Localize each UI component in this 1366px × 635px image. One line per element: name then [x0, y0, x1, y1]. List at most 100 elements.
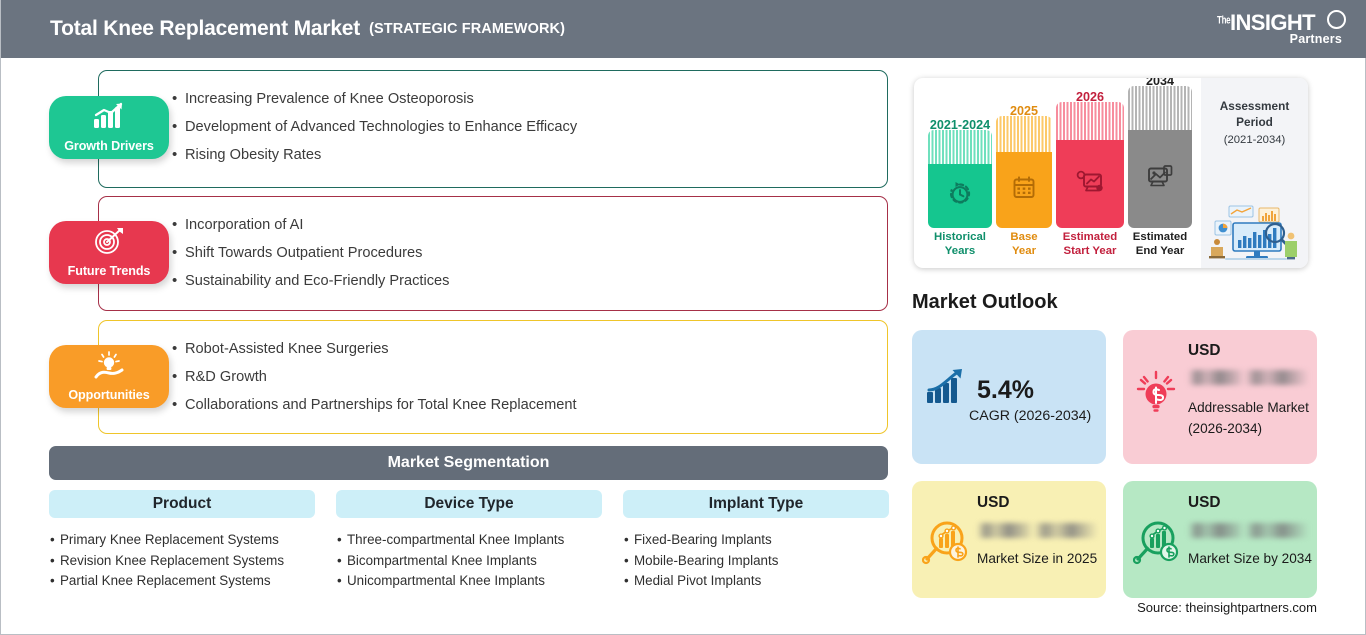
list-item: Three-compartmental Knee Implants	[337, 530, 602, 551]
bar-year-label: 2021-2024	[929, 118, 991, 132]
currency-label: USD	[1188, 342, 1221, 359]
list-item: Revision Knee Replacement Systems	[50, 551, 315, 572]
bar-caption-line2: Year	[1011, 244, 1037, 257]
bar-stripe-top	[1056, 102, 1124, 140]
segmentation-title: Implant Type	[623, 490, 889, 518]
target-dart-icon	[93, 227, 125, 260]
list-item: Development of Advanced Technologies to …	[172, 113, 887, 141]
badge-label: Growth Drivers	[64, 139, 154, 153]
page-title: Total Knee Replacement Market	[50, 17, 361, 40]
bar-stripe-top	[1128, 86, 1192, 130]
bar-stripe-top	[928, 130, 992, 164]
factor-list-future-trends: Incorporation of AI Shift Towards Outpat…	[99, 197, 887, 295]
list-item: Robot-Assisted Knee Surgeries	[172, 335, 887, 363]
redacted-value	[1188, 370, 1309, 385]
segmentation-title: Device Type	[336, 490, 602, 518]
cagr-row: 5.4%	[925, 368, 1034, 411]
card-caption: Market Size by 2034	[1188, 551, 1312, 566]
bar-caption-line1: Base	[1010, 231, 1038, 243]
assessment-bars: 2021-2024	[914, 78, 1201, 268]
lightbulb-dollar-icon	[1133, 370, 1179, 421]
logo-ring-icon	[1327, 10, 1346, 29]
card-caption: Addressable Market (2026-2034)	[1188, 400, 1309, 436]
bar-year-label: 2026	[1075, 90, 1105, 104]
analytics-gear-icon	[1076, 170, 1104, 199]
list-item: R&D Growth	[172, 363, 887, 391]
left-column: Increasing Prevalence of Knee Osteoporos…	[1, 58, 901, 635]
card-cagr[interactable]: 5.4% CAGR (2026-2034)	[912, 330, 1106, 464]
market-segmentation-heading: Market Segmentation	[49, 446, 888, 480]
badge-label: Opportunities	[68, 388, 150, 402]
card-market-size-2034[interactable]: USD Market Size by 2034	[1123, 481, 1317, 598]
cagr-value: 5.4%	[977, 375, 1034, 404]
page-subtitle: (STRATEGIC FRAMEWORK)	[369, 21, 566, 37]
factor-box-opportunities: Robot-Assisted Knee Surgeries R&D Growth…	[98, 320, 888, 434]
list-item: Shift Towards Outpatient Procedures	[172, 239, 887, 267]
list-item: Partial Knee Replacement Systems	[50, 571, 315, 592]
bar-caption-line2: Years	[944, 244, 976, 257]
segmentation-column-device-type: Device Type Three-compartmental Knee Imp…	[336, 490, 602, 592]
list-item: Rising Obesity Rates	[172, 141, 887, 169]
page-header: Total Knee Replacement Market (STRATEGIC…	[1, 0, 1366, 58]
segmentation-title: Product	[49, 490, 315, 518]
logo-partners-text: Partners	[1289, 32, 1342, 46]
segmentation-column-implant-type: Implant Type Fixed-Bearing Implants Mobi…	[623, 490, 889, 592]
card-caption: Market Size in 2025	[977, 551, 1098, 566]
bar-chart-arrow-icon	[925, 368, 967, 411]
card-market-size-2025[interactable]: USD Market Size in 2025	[912, 481, 1106, 598]
bar-caption-line1: Estimated	[1062, 231, 1118, 243]
bar-solid-body	[996, 152, 1052, 228]
bar-year-label: 2025	[1009, 104, 1039, 118]
magnifier-bars-dollar-icon	[1132, 519, 1181, 572]
segmentation-list: Primary Knee Replacement Systems Revisio…	[49, 530, 315, 592]
bar-solid-body	[1128, 130, 1192, 228]
list-item: Fixed-Bearing Implants	[624, 530, 889, 551]
badge-growth-drivers[interactable]: Growth Drivers	[49, 96, 169, 159]
list-item: Sustainability and Eco-Friendly Practice…	[172, 267, 887, 295]
redacted-value	[1188, 523, 1309, 538]
bar-caption-line1: Estimated	[1132, 231, 1188, 243]
bar-caption-line2: End Year	[1135, 244, 1185, 257]
badge-future-trends[interactable]: Future Trends	[49, 221, 169, 284]
bar-caption-line1: Historical	[934, 231, 986, 243]
badge-label: Future Trends	[67, 264, 151, 278]
bar-year-label: 2034	[1145, 78, 1175, 88]
bar-chart-growth-icon	[92, 102, 126, 135]
bar-caption-line2: Start Year	[1063, 244, 1117, 257]
list-item: Unicompartmental Knee Implants	[337, 571, 602, 592]
currency-label: USD	[977, 494, 1010, 511]
bar-solid-body	[928, 164, 992, 228]
list-item: Primary Knee Replacement Systems	[50, 530, 315, 551]
business-analytics-illustration	[1205, 204, 1305, 266]
factor-box-future-trends: Incorporation of AI Shift Towards Outpat…	[98, 196, 888, 311]
redacted-value	[977, 523, 1098, 538]
assessment-period-panel: 2021-2024	[914, 78, 1308, 268]
assessment-period-years: (2021-2034)	[1223, 134, 1286, 146]
magnifier-bars-dollar-icon	[921, 519, 970, 572]
logo-the-text: The	[1217, 13, 1231, 27]
card-addressable-market[interactable]: USD Addressable Market (2026-2034)	[1123, 330, 1317, 464]
factor-box-growth-drivers: Increasing Prevalence of Knee Osteoporos…	[98, 70, 888, 188]
factor-list-opportunities: Robot-Assisted Knee Surgeries R&D Growth…	[99, 321, 887, 419]
badge-opportunities[interactable]: Opportunities	[49, 345, 169, 408]
monitor-chart-icon	[1147, 165, 1173, 194]
source-attribution: Source: theinsightpartners.com	[1137, 600, 1317, 615]
list-item: Medial Pivot Implants	[624, 571, 889, 592]
list-item: Bicompartmental Knee Implants	[337, 551, 602, 572]
list-item: Mobile-Bearing Implants	[624, 551, 889, 572]
assessment-period-title: Assessment Period	[1219, 99, 1290, 129]
insight-partners-logo: The INSIGHT Partners	[1217, 8, 1349, 50]
factor-list-growth-drivers: Increasing Prevalence of Knee Osteoporos…	[99, 71, 887, 169]
calendar-icon	[1012, 176, 1036, 205]
currency-label: USD	[1188, 494, 1221, 511]
segmentation-column-product: Product Primary Knee Replacement Systems…	[49, 490, 315, 592]
segmentation-list: Three-compartmental Knee Implants Bicomp…	[336, 530, 602, 592]
list-item: Incorporation of AI	[172, 211, 887, 239]
logo-insight-text: INSIGHT	[1230, 10, 1316, 35]
assessment-period-info: Assessment Period (2021-2034)	[1201, 78, 1308, 268]
list-item: Collaborations and Partnerships for Tota…	[172, 391, 887, 419]
market-outlook-title: Market Outlook	[912, 291, 1058, 313]
list-item: Increasing Prevalence of Knee Osteoporos…	[172, 85, 887, 113]
cagr-label: CAGR (2026-2034)	[969, 408, 1092, 424]
